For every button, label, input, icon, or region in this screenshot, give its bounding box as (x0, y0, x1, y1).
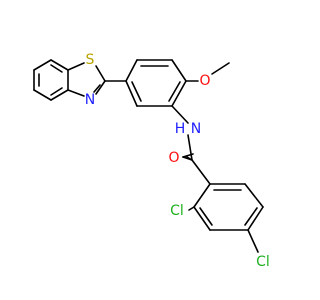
carbonyl-oxygen-label: O (168, 150, 179, 166)
amide-nitrogen-label: N (191, 121, 201, 137)
methoxy-oxygen-label: O (199, 73, 210, 89)
benzothiazole-benzene-ring (33, 59, 69, 101)
carbonyl-aryl-bond (191, 159, 211, 185)
molecule-structure-drawing: S N O H N O Cl Cl (33, 52, 270, 270)
thiazole-nitrogen-label: N (85, 92, 95, 108)
bonds (33, 59, 264, 253)
chlorine-ortho-bond (188, 206, 195, 211)
chlorine-ortho-label: Cl (170, 203, 184, 219)
sulfur-atom-label: S (86, 52, 95, 68)
dichlorophenyl-ring (193, 183, 264, 231)
methoxy-group (185, 62, 230, 82)
central-phenyl-ring (125, 59, 187, 107)
chlorine-para-bond (247, 229, 259, 253)
chlorine-para-label: Cl (256, 254, 270, 270)
benzothiazole-thiazole-ring (67, 62, 106, 97)
amide-linkage (171, 105, 194, 161)
amide-hydrogen-label: H (175, 121, 186, 137)
atom-labels: S N O H N O Cl Cl (85, 52, 270, 270)
